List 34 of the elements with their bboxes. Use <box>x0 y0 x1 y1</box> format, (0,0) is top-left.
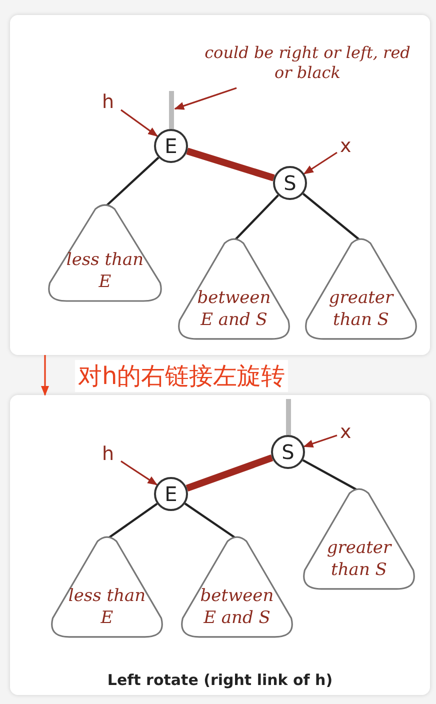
subtree-triangle: less than E <box>45 203 165 303</box>
leader-arrow <box>120 109 158 137</box>
tree-link <box>184 502 238 540</box>
tree-node-circle: S <box>273 166 307 200</box>
figure-caption: Left rotate (right link of h) <box>106 671 334 689</box>
subtree-triangle: less than E <box>48 535 166 639</box>
pointer-label: x <box>340 421 354 443</box>
parent-link-stub <box>286 399 291 435</box>
subtree-triangle: greater than S <box>302 237 420 341</box>
leader-arrow <box>174 87 237 110</box>
tree-link <box>106 502 158 540</box>
diagram-panel <box>10 395 430 695</box>
pointer-label: x <box>340 135 354 157</box>
edge-label: 对h的右链接左旋转 <box>75 360 288 392</box>
tree-link <box>233 194 279 242</box>
tree-link <box>104 156 160 208</box>
tree-node-circle: E <box>154 129 188 163</box>
tree-node-circle: S <box>271 435 305 469</box>
leader-arrow <box>303 152 338 174</box>
highlighted-link <box>186 148 275 182</box>
subtree-triangle: between E and S <box>175 237 293 341</box>
leader-arrow <box>120 460 158 486</box>
annotation-text: could be right or left, red or black <box>200 43 415 85</box>
flow-arrow <box>41 355 49 396</box>
tree-link <box>302 192 362 242</box>
parent-link-stub <box>169 91 174 129</box>
pointer-label: h <box>102 443 118 465</box>
subtree-triangle: greater than S <box>300 487 418 591</box>
pointer-label: h <box>102 91 118 113</box>
highlighted-link <box>186 454 274 492</box>
leader-arrow <box>303 434 338 448</box>
tree-node-circle: E <box>154 477 188 511</box>
diagram-panel <box>10 15 430 355</box>
subtree-triangle: between E and S <box>178 535 296 639</box>
